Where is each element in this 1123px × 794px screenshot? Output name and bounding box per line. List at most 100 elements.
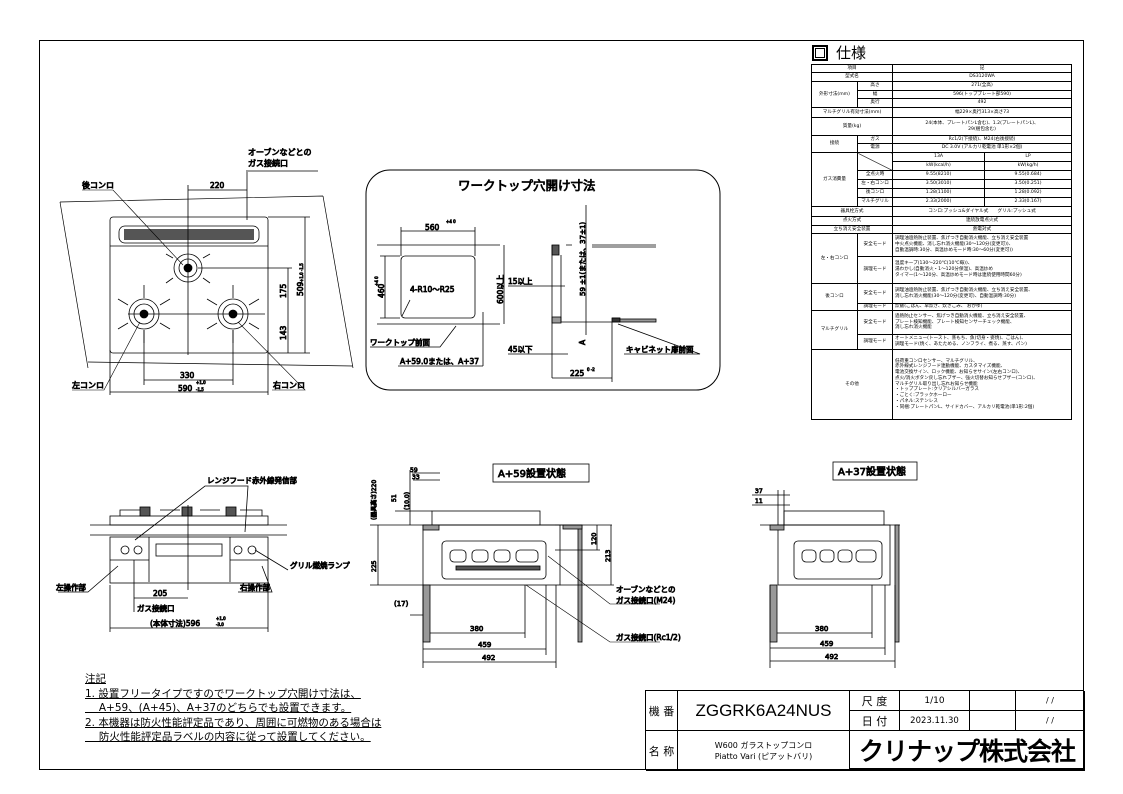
spec-value: Rc1/2(下接続)、M24(右後接続) — [892, 135, 1073, 144]
notes: 注記 1. 設置フリータイプですのでワークトップ穴開け寸法は、 A+59、(A+… — [85, 672, 381, 745]
oven-gas-label-2: ガス接続口 — [248, 158, 288, 168]
front-tol-dn: -3.0 — [216, 622, 224, 627]
spec-label: 器具栓方式 — [810, 206, 894, 217]
a59-dim-59: 59 — [410, 467, 418, 474]
a59-dim-120: 120 — [590, 533, 598, 545]
worktop-title: ワークトップ穴開け寸法 — [458, 178, 596, 193]
a37-dim-492: 492 — [825, 653, 838, 661]
spec-value: 1.28(1100) — [892, 188, 986, 198]
front-dim-205: 205 — [153, 589, 168, 598]
note-line: 1. 設置フリータイプですのでワークトップ穴開け寸法は、 — [85, 687, 361, 700]
spec-label: 左・右コンロ — [811, 233, 858, 284]
spec-label: 幅 — [856, 90, 894, 99]
scale-value: 1/10 — [900, 691, 970, 711]
a37-dim-380: 380 — [815, 625, 828, 633]
spec-label: ガス消費量 — [811, 152, 858, 207]
tol-590-up: +1.0 — [196, 380, 206, 385]
left-control-label: 左操作部 — [56, 582, 86, 592]
a59-dim-51: 51 — [391, 494, 398, 502]
a59-dim-225: 225 — [371, 560, 378, 572]
worktop-tol-225: 0 -2 — [587, 367, 595, 372]
spec-value: 2.33(0.167) — [984, 197, 1073, 207]
a59-dim-459: 459 — [478, 641, 491, 649]
worktop-cabinet-label: キャビネット扉前面 — [626, 344, 694, 354]
notes-title: 注記 — [85, 673, 106, 685]
spec-label: マルチグリル有効寸法(mm) — [810, 107, 894, 118]
front-body-dim: (本体寸法)596 — [150, 618, 200, 628]
model-number: ZGGRK6A24NUS — [678, 691, 850, 731]
a59-dim-380: 380 — [470, 625, 483, 633]
spec-label: 調理モード — [856, 256, 894, 284]
spec-label: 安全モード — [856, 283, 894, 304]
spec-title: 仕様 — [836, 44, 867, 62]
spec-heading: 仕様 — [812, 42, 866, 63]
spec-label: 後コンロ — [811, 283, 858, 311]
worktop-radius: 4-R10～R25 — [410, 285, 455, 294]
spec-label: 安全モード — [856, 310, 894, 335]
spec-value: 9.55(8210) — [892, 170, 986, 180]
spec-label: 左・右コンロ — [856, 179, 894, 189]
dim-220: 220 — [210, 181, 225, 190]
worktop-dim-600: 600以上 — [496, 274, 505, 304]
spec-value: 幅229×奥行313×高さ73 — [892, 107, 1073, 118]
worktop-max45: 45以下 — [508, 345, 533, 354]
spec-header-value: 記 — [892, 64, 1073, 73]
note-line: A+59、(A+45)、A+37のどちらでも設置できます。 — [85, 702, 352, 714]
front-gas-label: ガス接続口 — [137, 603, 175, 613]
worktop-min15: 15以上 — [508, 277, 533, 286]
title-block: 機 番 ZGGRK6A24NUS 尺 度 1/10 / / 日 付 2023.1… — [645, 690, 1085, 771]
spec-label: マルチグリル — [856, 197, 894, 207]
spec-value: 熱電対式 — [892, 225, 1073, 234]
grill-lamp-label: グリル燃焼ランプ — [290, 560, 350, 570]
worktop-dim-560: 560 — [425, 223, 440, 232]
spec-label: 点火方式 — [810, 216, 894, 226]
spec-value: 24(本体、プレートパンL含む)、1.2(プレートパンL)、 29(梱包含む) — [892, 117, 1073, 136]
spec-value: オートメニュー(トースト、蒸もち、魚(切身・姿焼)、ごはん)、 調理モード(焼く… — [892, 334, 1073, 350]
spec-label: 奥行 — [856, 98, 894, 108]
spec-label: 型式名 — [810, 72, 894, 82]
worktop-tol-460: +4 0 — [374, 276, 379, 286]
back-burner-label: 後コンロ — [82, 180, 114, 190]
spec-value: 3.50(3010) — [892, 179, 986, 189]
worktop-cutout-drawing — [370, 205, 701, 382]
blank-cell — [970, 711, 1016, 731]
spec-unit: kW(kcal/h) — [892, 161, 986, 171]
date-value: 2023.11.30 — [900, 711, 970, 731]
scale-label: 尺 度 — [850, 691, 900, 711]
spec-value: DC 3.0V (アルカリ乾電池 単1形×2個) — [892, 143, 1073, 153]
spec-label: 接続 — [811, 135, 858, 153]
spec-value: 温度キープ(130～220℃(10℃毎))、 湯わかし(自動消火・1～120分保… — [892, 256, 1073, 284]
tol-590-dn: -1.5 — [196, 387, 204, 392]
spec-value: 低荷重コンロセンサー、マルチグリル、 赤外線式レンジフード連動機能、カスタマイズ… — [892, 349, 1073, 420]
spec-value: 3.50(0.251) — [984, 179, 1073, 189]
dim-590: 590 — [178, 384, 193, 393]
worktop-dim-59: 59 ±1(または、37±1) — [579, 222, 587, 296]
worktop-box — [365, 169, 721, 391]
side-view-a59 — [370, 463, 660, 668]
dim-509: 509 — [296, 281, 305, 296]
diagonal-cell — [856, 152, 894, 171]
a59-dim-17: (17) — [394, 600, 409, 608]
spec-label: 電源 — [856, 143, 894, 153]
spec-value: 9.55(0.684) — [984, 170, 1073, 180]
revision-slash: / / — [1016, 691, 1085, 711]
date-label: 日 付 — [850, 711, 900, 731]
dim-330: 330 — [180, 371, 195, 380]
spec-value: 596(トッププレート部590) — [892, 90, 1073, 99]
product-name-1: W600 ガラストップコンロ — [714, 740, 813, 750]
a37-label: A+37設置状態 — [838, 465, 906, 478]
a37-dim-459: 459 — [820, 640, 833, 648]
note-line: 2. 本機器は防火性能評定品であり、周囲に可燃物のある場合は — [85, 716, 382, 729]
dim-143: 143 — [279, 325, 288, 340]
spec-value: 炊飯(ごはん、早炊き、炊きこみ、 おかゆ) — [892, 303, 1073, 311]
cooktop-outline — [109, 216, 269, 354]
spec-value: 調理油過熱防止装置、焦げつき自動消火機能、立ち消え安全装置 中火点火機能、消し忘… — [892, 233, 1073, 257]
front-view — [58, 485, 289, 632]
vent-strip — [118, 225, 260, 244]
worktop-dim-225: 225 — [570, 369, 585, 378]
spec-label: 安全モード — [856, 233, 894, 257]
a59-gas-rc-label: ガス接続口(Rc1/2) — [616, 632, 681, 642]
worktop-offset-label: A+59.0または、A+37 — [400, 357, 479, 366]
spec-value: 2.33(2000) — [892, 197, 986, 207]
a59-oven-label-2: ガス接続口(M24) — [616, 595, 675, 605]
